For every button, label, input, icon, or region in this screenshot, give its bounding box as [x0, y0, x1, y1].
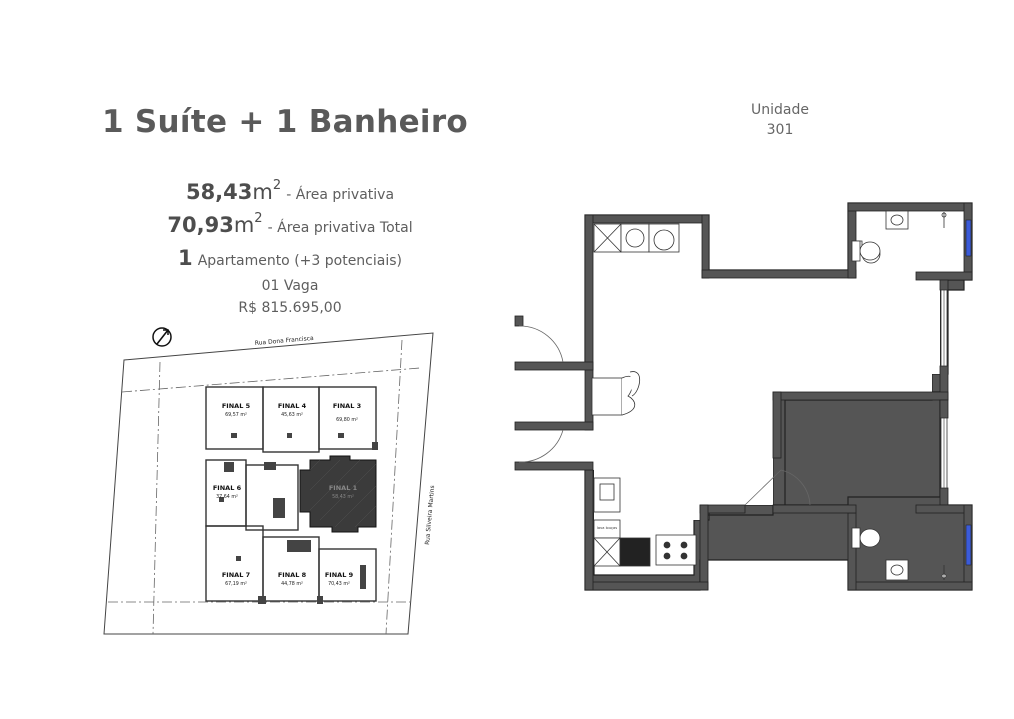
floor-area	[585, 211, 964, 520]
door-swing	[518, 325, 564, 363]
window-blue	[965, 219, 972, 257]
stove-icon	[655, 534, 697, 566]
unit-areas: 69,57 m² 45,63 m² 69,80 m² 37,64 m² 58,4…	[216, 412, 358, 587]
apartamentos-label: Apartamento (+3 potenciais)	[197, 253, 402, 269]
setback-line	[385, 339, 403, 635]
window-blue	[965, 524, 972, 566]
building-outline	[205, 386, 377, 602]
setback-line	[152, 361, 161, 635]
area-privativa-label: - Área privativa	[286, 187, 395, 203]
unit-area: 58,43 m²	[332, 494, 354, 500]
door-swing	[780, 469, 811, 506]
unidade-block: Unidade 301	[700, 100, 860, 140]
dining-table	[591, 377, 623, 416]
final-1-highlight[interactable]	[299, 455, 377, 533]
unit-area: 69,57 m²	[225, 412, 247, 418]
unit-area: 67,19 m²	[225, 581, 247, 587]
unit-area: 69,80 m²	[336, 417, 358, 423]
door-swing	[518, 429, 564, 463]
floor-plan: lava louças	[514, 202, 973, 591]
street-right-label: Rua Silveira Martins	[424, 485, 436, 545]
unit-name: FINAL 3	[333, 402, 361, 410]
unit-area: 44,78 m²	[281, 581, 303, 587]
door-swings	[518, 325, 811, 506]
vaga-text: 01 Vaga	[261, 278, 319, 294]
setback-line	[121, 367, 421, 393]
stat-area-total: 70,93m2 - Área privativa Total	[90, 211, 490, 237]
unit-name: FINAL 8	[278, 571, 307, 579]
apartamentos-value: 1	[177, 246, 193, 270]
price-text: R$ 815.695,00	[238, 300, 342, 316]
lot-boundary	[103, 332, 434, 635]
area-privativa-value: 58,43	[185, 180, 253, 204]
windows	[940, 219, 972, 566]
unit-name: FINAL 9	[325, 571, 354, 579]
unit-name: FINAL 4	[278, 402, 307, 410]
area-total-sup: 2	[254, 211, 263, 226]
toilet-icon	[859, 241, 881, 261]
unit-name: FINAL 5	[222, 402, 251, 410]
unit-name: FINAL 6	[213, 484, 242, 492]
fixtures	[591, 210, 947, 581]
area-privativa-sup: 2	[272, 178, 282, 193]
site-details	[219, 433, 378, 604]
unidade-number: 301	[766, 122, 794, 138]
unit-labels: FINAL 5 FINAL 4 FINAL 3 FINAL 6 FINAL 1 …	[213, 402, 361, 579]
toilet-icon	[859, 528, 881, 548]
stat-area-privativa: 58,43m2 - Área privativa	[90, 178, 490, 204]
grill-icon	[619, 537, 651, 567]
unit-area: 37,64 m²	[216, 494, 238, 500]
unit-name: FINAL 7	[222, 571, 250, 579]
unidade-label: Unidade	[751, 102, 809, 118]
final-1-hatch	[309, 459, 377, 528]
unit-area: 45,63 m²	[281, 412, 303, 418]
north-arrow-icon	[152, 327, 172, 347]
stat-apartamentos: 1 Apartamento (+3 potenciais)	[90, 246, 490, 270]
area-total-label: - Área privativa Total	[267, 220, 413, 236]
area-total-value: 70,93	[167, 213, 234, 237]
door-leaf	[744, 469, 782, 506]
area-total-unit: m	[233, 213, 255, 237]
unit-name: FINAL 1	[329, 484, 358, 492]
appliance-label: lava louças	[597, 526, 617, 530]
page-title: 1 Suíte + 1 Banheiro	[101, 104, 469, 140]
unit-area: 70,43 m²	[328, 581, 350, 587]
area-privativa-unit: m	[252, 180, 273, 204]
street-top-label: Rua Dona Francisca	[255, 335, 315, 347]
